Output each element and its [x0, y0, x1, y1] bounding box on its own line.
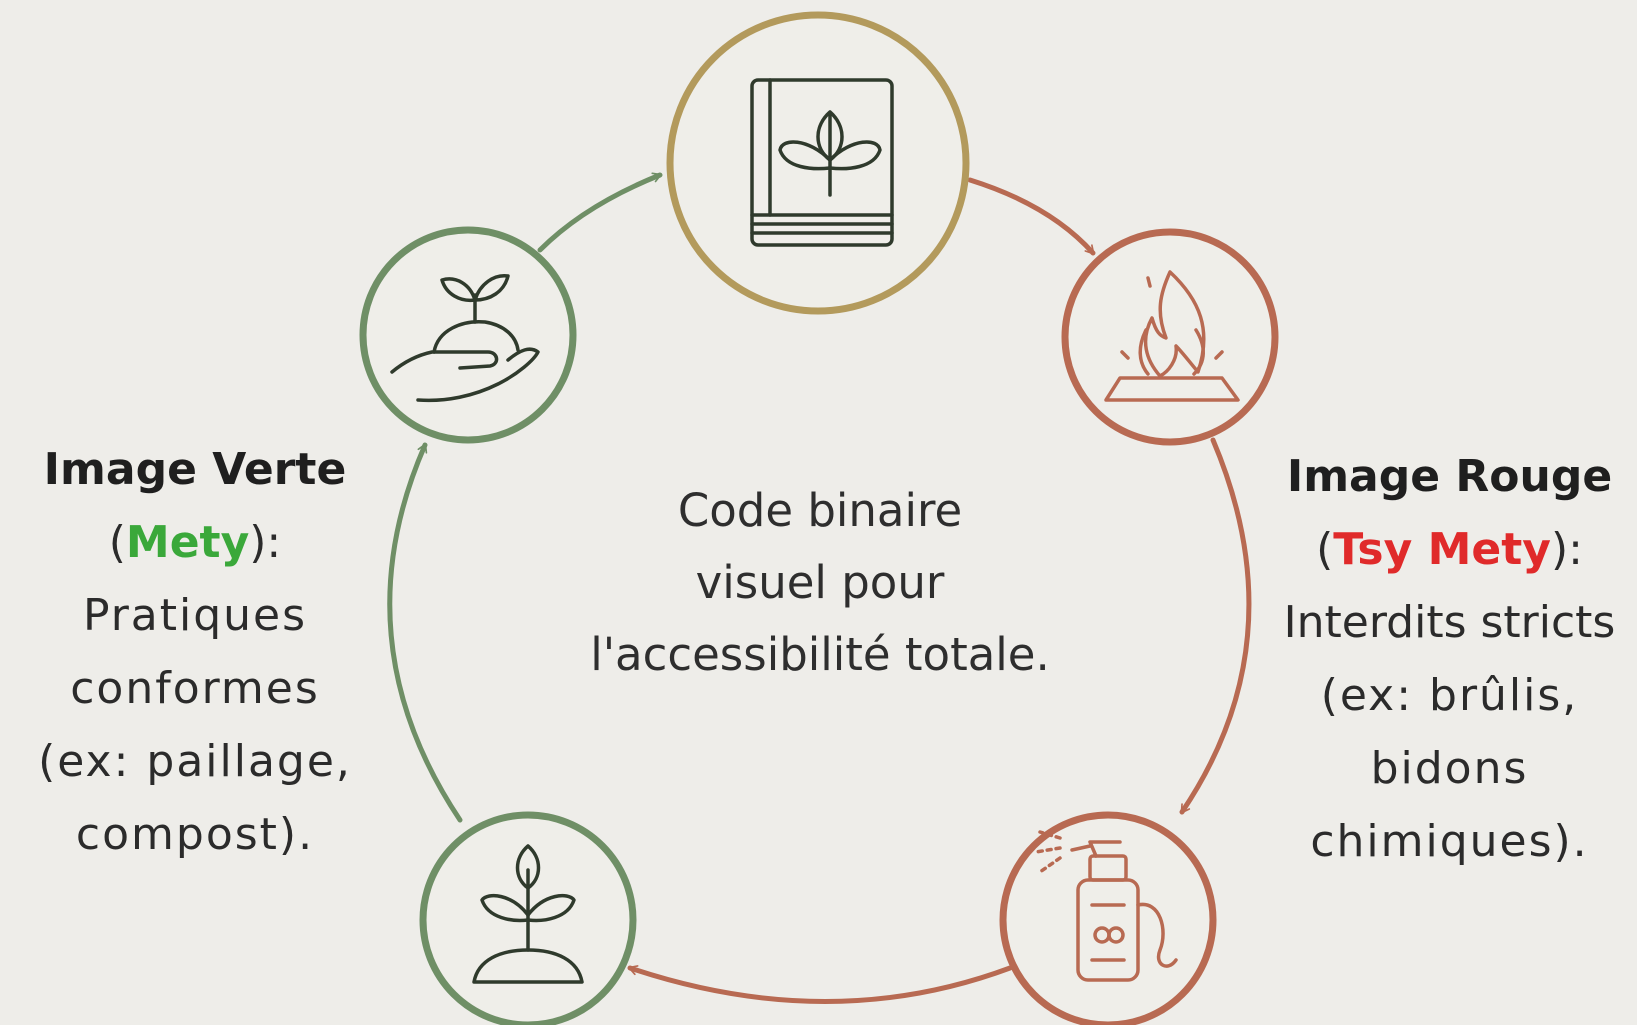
right-caption: Image Rouge (Tsy Mety): Interdits strict…	[1262, 455, 1637, 893]
right-title: Image Rouge	[1286, 451, 1613, 502]
node-sprout	[419, 811, 637, 1025]
pesticide-sprayer-icon	[1034, 830, 1178, 982]
left-line: Pratiques	[82, 590, 308, 641]
arrow-sprayer-to-sprout	[627, 965, 1013, 1004]
right-line: chimiques).	[1310, 816, 1589, 867]
left-open-paren: (	[108, 517, 126, 568]
right-line: (ex: brûlis,	[1320, 670, 1579, 721]
right-line: Interdits stricts	[1283, 597, 1616, 648]
left-line: compost).	[75, 809, 315, 860]
left-line: conformes	[70, 663, 320, 714]
center-line: l'accessibilité totale.	[590, 628, 1050, 681]
left-label-line: (Mety):	[0, 521, 390, 565]
right-open-paren: (	[1316, 524, 1334, 575]
left-close: ):	[249, 517, 282, 568]
hand-holding-seedling-icon	[390, 274, 540, 403]
right-line: bidons	[1370, 743, 1529, 794]
center-line: visuel pour	[695, 556, 945, 609]
node-fire	[1061, 228, 1279, 446]
node-sprayer	[999, 811, 1217, 1025]
left-highlight: Mety	[125, 517, 250, 568]
left-title: Image Verte	[43, 444, 347, 495]
book-with-plant-icon	[750, 78, 894, 247]
left-line: (ex: paillage,	[38, 736, 352, 787]
left-caption: Image Verte (Mety): Pratiques conformes …	[0, 448, 390, 886]
right-label-line: (Tsy Mety):	[1262, 528, 1637, 572]
node-hand-seedling	[359, 226, 577, 444]
cycle-arrows	[387, 172, 1252, 1004]
arrow-book-to-fire	[967, 177, 1096, 256]
node-book	[666, 11, 970, 315]
right-highlight: Tsy Mety	[1333, 524, 1551, 575]
arrow-sprout-to-handseed	[387, 442, 463, 823]
arrow-fire-to-sprayer	[1179, 437, 1252, 815]
right-close: ):	[1550, 524, 1583, 575]
center-caption: Code binaire visuel pour l'accessibilité…	[545, 488, 1095, 704]
fire-on-ground-icon	[1104, 270, 1240, 402]
center-line: Code binaire	[677, 484, 963, 537]
arrow-handseed-to-book	[537, 172, 663, 253]
sprout-in-soil-icon	[472, 844, 584, 984]
